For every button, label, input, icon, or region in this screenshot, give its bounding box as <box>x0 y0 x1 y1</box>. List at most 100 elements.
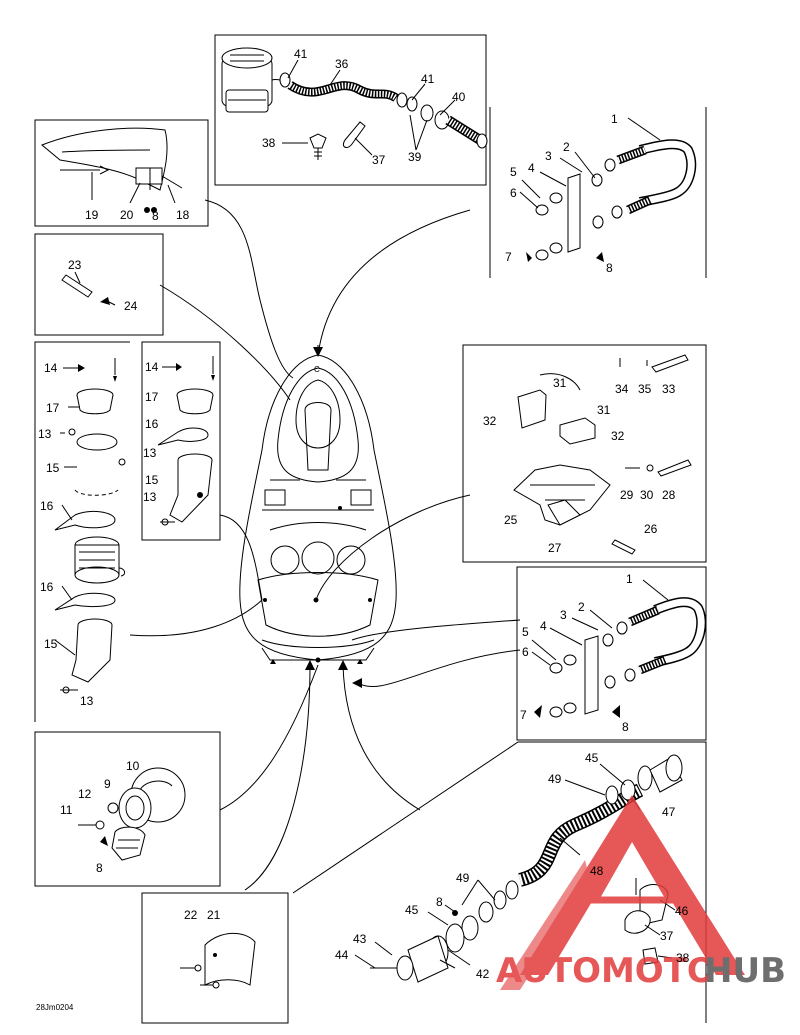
callout-14: 14 <box>145 360 159 374</box>
callout-45: 45 <box>585 751 599 765</box>
callout-17: 17 <box>46 401 60 415</box>
exhaust-leaders <box>54 432 76 656</box>
callout-17: 17 <box>145 390 159 404</box>
callout-32: 32 <box>611 429 625 443</box>
callout-47: 47 <box>662 805 676 819</box>
upper-steering-hose-bracket <box>526 139 697 262</box>
watermark-word-b: HUB <box>704 951 786 991</box>
callout-20: 20 <box>120 208 134 222</box>
callout-49: 49 <box>456 871 470 885</box>
callout-16: 16 <box>40 499 54 513</box>
callout-37: 37 <box>372 153 386 167</box>
callout-8: 8 <box>436 895 443 909</box>
callout-13: 13 <box>143 490 157 504</box>
front-deck-detail <box>41 127 183 213</box>
bilge-pump-assembly <box>221 47 488 160</box>
callout-16: 16 <box>40 580 54 594</box>
callout-19: 19 <box>85 208 99 222</box>
pin-detail <box>61 271 116 306</box>
callout-11: 11 <box>60 803 73 817</box>
jet-pump-hose-assembly <box>370 754 683 983</box>
callout-7: 7 <box>505 250 512 264</box>
callout-39: 39 <box>408 150 422 164</box>
callout-29: 29 <box>620 488 634 502</box>
callout-26: 26 <box>644 522 658 536</box>
callout-23: 23 <box>68 258 82 272</box>
callout-37: 37 <box>660 929 674 943</box>
callout-8: 8 <box>622 720 629 734</box>
callout-36: 36 <box>335 57 349 71</box>
callout-15: 15 <box>145 473 159 487</box>
callout-35: 35 <box>638 382 652 396</box>
callout-labels: 1 2 3 4 5 6 7 8 1 2 3 4 5 6 7 8 8 8 8 9 … <box>38 47 690 981</box>
pump-leaders <box>354 763 676 969</box>
callout-15: 15 <box>44 637 58 651</box>
callout-14: 14 <box>44 361 58 375</box>
drain-plug-assembly <box>78 767 186 861</box>
callout-6: 6 <box>522 645 529 659</box>
callout-21: 21 <box>207 908 221 922</box>
mid-bracket-leaders <box>531 579 669 666</box>
callout-13: 13 <box>143 446 157 460</box>
callout-16: 16 <box>145 417 159 431</box>
callout-43: 43 <box>353 932 367 946</box>
callout-1: 1 <box>611 112 618 126</box>
callout-10: 10 <box>126 759 140 773</box>
callout-42: 42 <box>476 967 490 981</box>
callout-24: 24 <box>124 299 138 313</box>
callout-2: 2 <box>563 140 570 154</box>
callout-38: 38 <box>676 951 690 965</box>
callout-41: 41 <box>294 47 308 61</box>
leader-arrows <box>305 347 362 688</box>
callout-31: 31 <box>553 376 567 390</box>
callout-34: 34 <box>615 382 629 396</box>
callout-27: 27 <box>548 541 562 555</box>
leader-lines <box>129 199 521 891</box>
callout-44: 44 <box>335 948 349 962</box>
bilge-leaders <box>282 59 456 156</box>
svg-text:C: C <box>314 365 320 374</box>
upper-bracket-leaders <box>519 117 661 209</box>
callout-5: 5 <box>510 165 517 179</box>
callout-13: 13 <box>38 427 52 441</box>
callout-41: 41 <box>421 72 435 86</box>
automotohub-watermark-logo: AUTOMOTO HUB <box>496 795 786 991</box>
panel-frames <box>34 34 707 1024</box>
callout-4: 4 <box>528 161 535 175</box>
callout-46: 46 <box>675 904 689 918</box>
callout-30: 30 <box>640 488 654 502</box>
callout-12: 12 <box>78 787 92 801</box>
watermark-word-a: AUTOMOTO <box>496 951 716 991</box>
exhaust-hose-assembly <box>54 358 126 694</box>
exhaust-elbow-assembly <box>157 356 215 526</box>
callout-8: 8 <box>96 861 103 875</box>
callout-22: 22 <box>184 908 198 922</box>
callout-8: 8 <box>606 261 613 275</box>
callout-32: 32 <box>483 414 497 428</box>
callout-15: 15 <box>46 461 60 475</box>
callout-40: 40 <box>452 90 466 104</box>
hull-illustration: C <box>239 354 397 664</box>
callout-45: 45 <box>405 903 419 917</box>
callout-33: 33 <box>662 382 676 396</box>
heat-shield-detail <box>180 932 256 989</box>
lower-steering-hose-bracket <box>534 597 707 718</box>
seat-latch-assembly <box>513 354 692 555</box>
callout-4: 4 <box>540 619 547 633</box>
callout-1: 1 <box>626 572 633 586</box>
callout-31: 31 <box>597 403 611 417</box>
callout-5: 5 <box>522 625 529 639</box>
callout-49: 49 <box>548 772 562 786</box>
callout-3: 3 <box>560 608 567 622</box>
callout-9: 9 <box>104 777 111 791</box>
callout-28: 28 <box>662 488 676 502</box>
callout-25: 25 <box>504 513 518 527</box>
callout-3: 3 <box>545 149 552 163</box>
callout-13: 13 <box>80 694 94 708</box>
callout-7: 7 <box>520 708 527 722</box>
callout-48: 48 <box>590 864 604 878</box>
callout-18: 18 <box>176 208 190 222</box>
front-leaders <box>91 172 176 204</box>
diagram-code: 28Jm0204 <box>36 1003 74 1012</box>
